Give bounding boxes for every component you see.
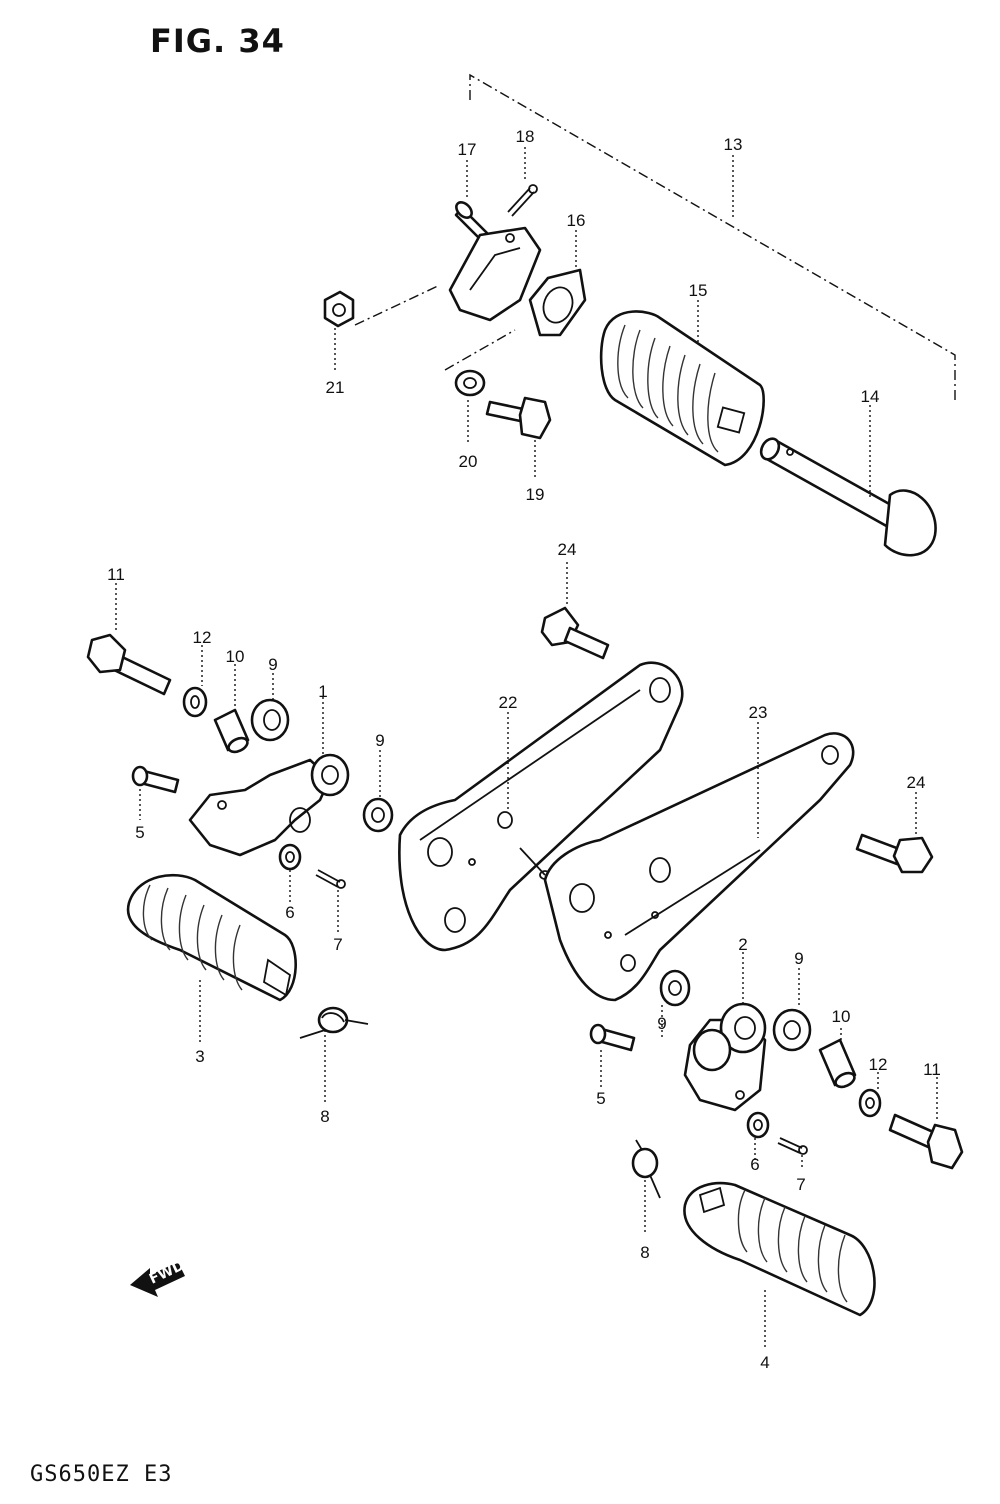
callout-7-right: 7 [796,1175,805,1194]
collar-10-left [213,708,250,754]
bushing-9-left-b [362,797,394,833]
cotter-pin-7-right [777,1137,808,1155]
pin-14 [759,437,937,557]
bolt-11-left [86,633,172,696]
callout-10-right: 10 [832,1007,851,1026]
callout-18: 18 [516,127,535,146]
callout-5-right: 5 [596,1089,605,1108]
callout-3: 3 [195,1047,204,1066]
callout-10-left: 10 [226,647,245,666]
left-footrest-assembly [86,633,394,1039]
callout-15: 15 [689,281,708,300]
callout-6-left: 6 [285,903,294,922]
callout-9-right-a: 9 [657,1014,666,1033]
washer-20 [454,369,486,397]
washer-6-right [746,1111,770,1139]
washer-6-left [278,843,302,871]
callout-6-right: 6 [750,1155,759,1174]
pin-5-right [589,1023,636,1052]
callout-22: 22 [499,693,518,712]
footrest-bracket-2 [683,1002,767,1112]
bolt-11-right [888,1113,964,1170]
spring-8-right [631,1139,661,1199]
rear-footrest-assembly [323,73,956,557]
collar-10-right [818,1038,857,1089]
cotter-pin-7-left [315,869,346,889]
bolt-24-top [540,606,610,660]
bolt-24-right [855,833,934,874]
footrest-hinge-bracket [448,226,542,322]
fwd-arrow-icon: FWD [130,1258,187,1297]
group-13-bracket [469,73,956,400]
figure-title: FIG. 34 [150,22,285,60]
callout-20: 20 [459,452,478,471]
footrest-rubber-15 [599,310,765,467]
callout-9-left-a: 9 [268,655,277,674]
callout-11-right: 11 [923,1060,941,1079]
callout-7-left: 7 [333,935,342,954]
plate-16 [528,268,587,337]
callout-2: 2 [738,935,747,954]
footrest-plate-22 [398,661,684,952]
callout-1: 1 [318,682,327,701]
callout-4: 4 [760,1353,769,1372]
callout-11-left: 11 [107,565,125,584]
nut-21 [323,290,355,328]
bushing-9-right-b [772,1008,812,1052]
callout-17: 17 [458,140,477,159]
washer-12-left [182,686,208,718]
bushing-9-left-a [250,698,290,742]
spring-8-left [299,1006,369,1039]
callout-leaders [115,147,938,1350]
callout-5-left: 5 [135,823,144,842]
pin-5-left [131,765,180,794]
model-code: GS650EZ E3 [30,1462,173,1487]
callout-23: 23 [749,703,768,722]
footrest-plate-23 [543,732,855,1002]
callout-8-left: 8 [320,1107,329,1126]
callout-19: 19 [526,485,545,504]
callout-9-right-b: 9 [794,949,803,968]
cotter-pin-18 [507,184,538,217]
washer-12-right [858,1088,882,1118]
callout-21: 21 [326,378,345,397]
callout-12-right: 12 [869,1055,888,1074]
right-footrest-assembly [589,969,964,1317]
footrest-bracket-1 [188,753,350,857]
callout-24-right: 24 [907,773,926,792]
footrest-plates [398,606,934,1002]
callout-9-left-b: 9 [375,731,384,750]
bushing-9-right-a [659,969,691,1007]
callout-8-right: 8 [640,1243,649,1262]
callout-14: 14 [861,387,880,406]
callout-24-top: 24 [558,540,577,559]
callout-13: 13 [724,135,743,154]
callout-12-left: 12 [193,628,212,647]
callout-16: 16 [567,211,586,230]
callout-labels: 1 2 3 4 5 5 6 6 7 7 8 8 9 9 9 9 10 10 11… [107,127,941,1372]
footrest-rubber-3 [126,873,297,1002]
bolt-19 [485,396,552,440]
footrest-rubber-4 [683,1181,876,1317]
